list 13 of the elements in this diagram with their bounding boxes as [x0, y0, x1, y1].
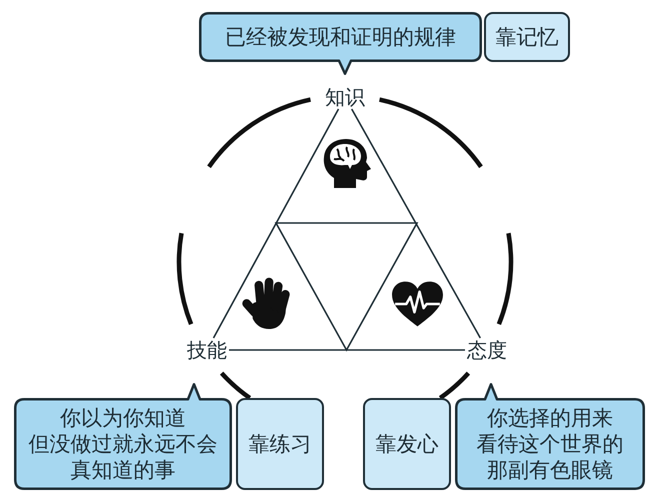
vertex-label: 技能: [185, 338, 229, 362]
speech-bubble: 已经被发现和证明的规律: [199, 12, 482, 75]
note-box: 靠练习: [236, 398, 324, 490]
connector-line: [212, 108, 340, 338]
inverted-triangle: [276, 223, 417, 350]
speech-bubble: 你以为你知道但没做过就永远不会真知道的事: [14, 383, 232, 490]
vertex-label: 态度: [465, 338, 509, 362]
note-box: 靠记忆: [484, 12, 570, 62]
connector-line: [351, 108, 481, 338]
connector-line: [229, 349, 465, 351]
speech-bubble: 你选择的用来看待这个世界的那副有色眼镜: [455, 383, 645, 490]
vertex-label: 知识: [323, 85, 367, 109]
note-box: 靠发心: [363, 398, 451, 490]
